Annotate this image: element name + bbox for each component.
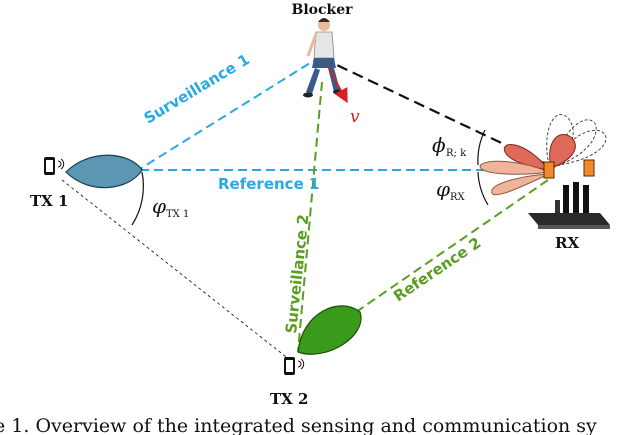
svg-text:R; k: R; k (446, 148, 467, 159)
phi-tx1-label: φ TX 1 (152, 194, 189, 220)
rx-angle-arc-upper (477, 129, 486, 166)
phi-rx-label: φ RX (436, 177, 466, 203)
tx1-angle-arc (131, 171, 144, 226)
blocker-label: Blocker (292, 2, 354, 18)
reference-2-path (355, 179, 549, 313)
figure-caption: e 1. Overview of the integrated sensing … (0, 415, 597, 435)
svg-text:TX 1: TX 1 (166, 209, 189, 220)
svg-text:φ: φ (152, 194, 166, 218)
rx-label: RX (555, 234, 579, 252)
tx1-tx2-baseline (61, 179, 291, 361)
rx-beam-mid (479, 160, 551, 175)
surveillance-1-path (134, 57, 319, 173)
tx1-beam (65, 154, 143, 189)
tx1-phone-icon (44, 157, 65, 175)
svg-text:RX: RX (450, 192, 466, 203)
rx-antenna-right (583, 159, 595, 177)
svg-text:ϕ: ϕ (432, 133, 446, 157)
tx1-label: TX 1 (30, 192, 68, 210)
surveillance-2-label: Surveillance 2 (282, 213, 312, 334)
phi-rk-label: ϕ R; k (432, 133, 467, 159)
tx2-label: TX 2 (270, 390, 308, 408)
reference-2-label: Reference 2 (390, 234, 484, 306)
rx-beam-low (491, 173, 550, 196)
blocker-person-icon (303, 18, 343, 98)
velocity-label: v (350, 107, 360, 127)
rx-angle-arc-lower (477, 171, 489, 206)
tx2-phone-icon (284, 357, 305, 375)
rx-router-icon (528, 182, 610, 229)
svg-text:φ: φ (436, 177, 450, 201)
surveillance-2-path (297, 81, 323, 353)
rx-antenna-left (543, 161, 555, 179)
reference-1-label: Reference 1 (218, 175, 319, 193)
tx2-beam (297, 305, 362, 355)
rx-beam-upper-2 (549, 134, 576, 169)
surveillance-1-label: Surveillance 1 (141, 50, 253, 127)
velocity-arrow (327, 65, 348, 104)
